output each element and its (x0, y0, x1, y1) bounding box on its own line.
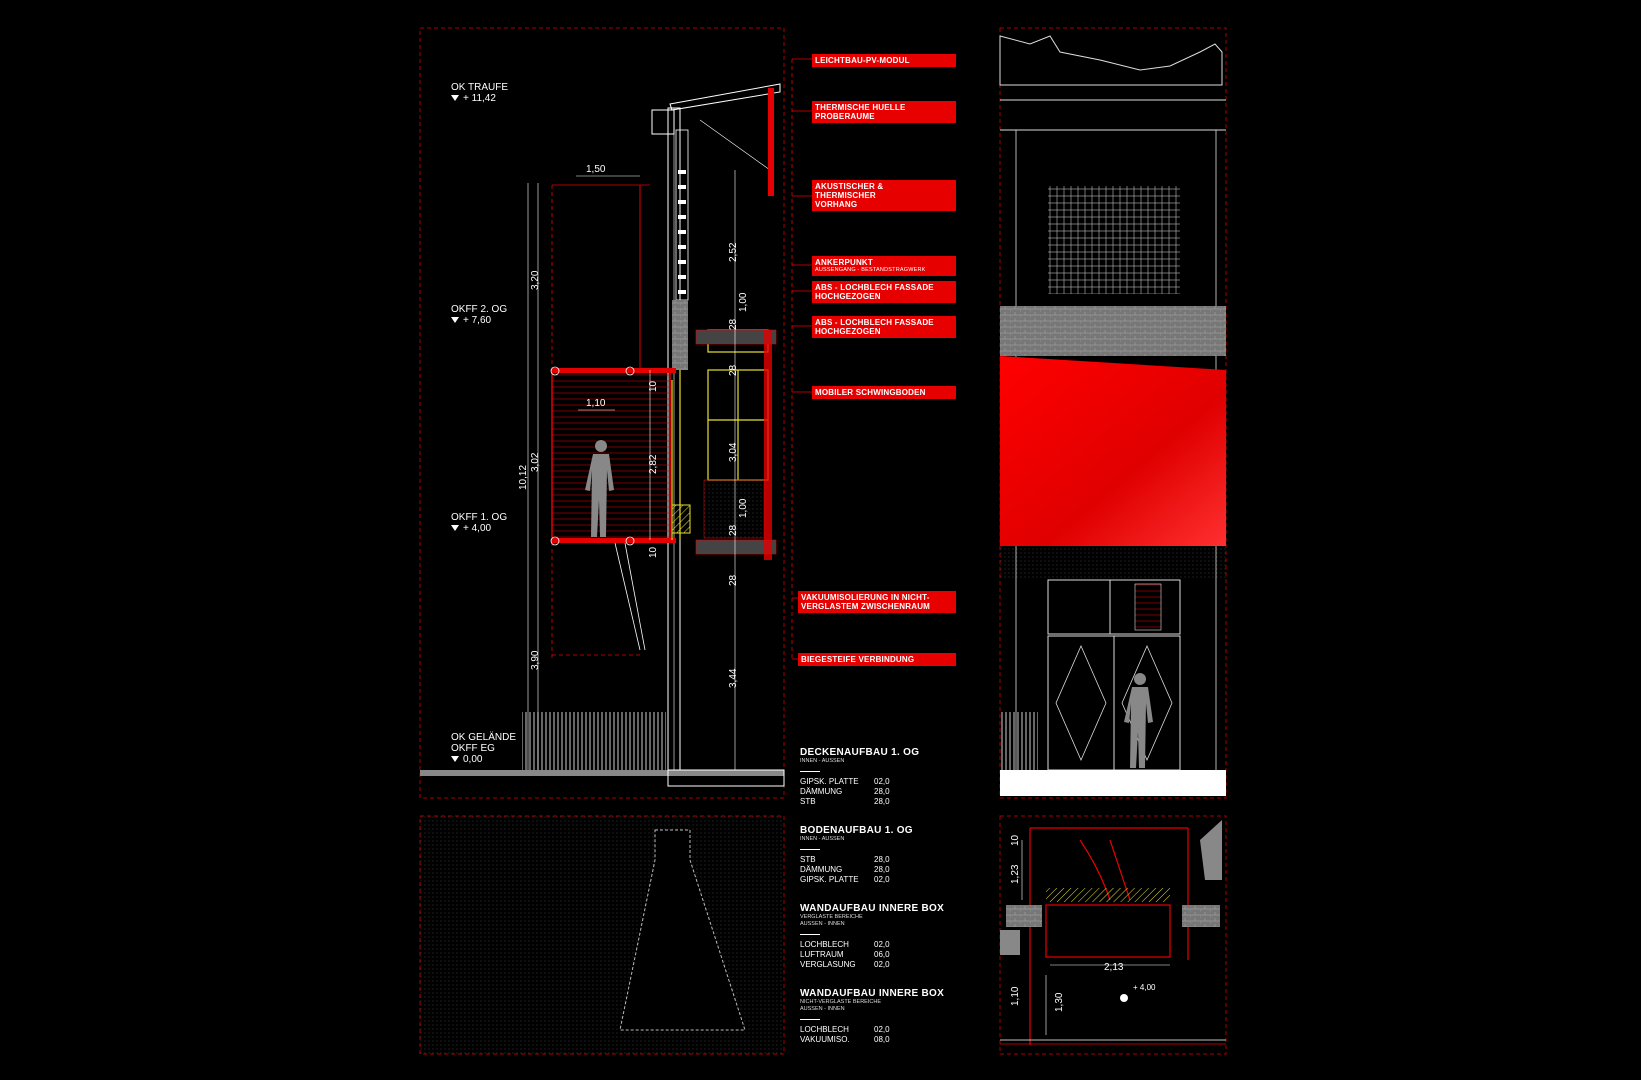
tag-abs-lochblech-2: ABS - LOCHBLECH FASSADE HOCHGEZOGEN (812, 316, 956, 338)
level-triangle-icon (451, 95, 459, 102)
tag-biegesteife-verbindung: BIEGESTEIFE VERBINDUNG (798, 653, 956, 666)
tag-ankerpunkt: ANKERPUNKT AUSSENGANG - BESTANDSTRAGWERK (812, 256, 956, 276)
dim-label: 3,90 (530, 650, 541, 670)
dim-label: 1,00 (738, 498, 749, 518)
dim-label: 1,30 (1054, 992, 1065, 1012)
dim-label: 3,02 (530, 452, 541, 472)
level-okff-1-og: OKFF 1. OG + 4,00 (451, 512, 508, 534)
tag-akustischer-vorhang: AKUSTISCHER & THERMISCHER VORHANG (812, 180, 956, 211)
dim-label: 28 (728, 364, 739, 376)
dim-label: 1,00 (738, 292, 749, 312)
tag-vakuumisolierung: VAKUUMISOLIERUNG IN NICHT- VERGLASTEM ZW… (798, 591, 956, 613)
level-triangle-icon (451, 525, 459, 532)
level-ok-gelaende: OK GELÄNDE OKFF EG 0,00 (451, 732, 517, 765)
dim-label: 1,10 (586, 398, 606, 409)
dim-label: 28 (728, 574, 739, 586)
dim-label: 28 (728, 524, 739, 536)
spec-wandaufbau-nicht-verglast: WANDAUFBAU INNERE BOX NICHT-VERGLASTE BE… (800, 988, 960, 1045)
dim-label: 28 (728, 318, 739, 330)
level-triangle-icon (451, 756, 459, 763)
spec-row: VAKUUMISO.08,0 (800, 1035, 890, 1044)
dim-label: 3,44 (728, 668, 739, 688)
tag-leichtbau-pv-modul: LEICHTBAU-PV-MODUL (812, 54, 956, 67)
dim-label: 10,12 (518, 464, 529, 490)
dim-label: + 4,00 (1133, 983, 1156, 992)
level-okff-2-og: OKFF 2. OG + 7,60 (451, 304, 508, 326)
dim-label: 1,23 (1010, 864, 1021, 884)
level-triangle-icon (451, 317, 459, 324)
dim-label: 1,10 (1010, 986, 1021, 1006)
tag-abs-lochblech-1: ABS - LOCHBLECH FASSADE HOCHGEZOGEN (812, 281, 956, 303)
dim-label: 2,82 (648, 454, 659, 474)
dim-label: 10 (648, 380, 659, 392)
spec-deckenaufbau: DECKENAUFBAU 1. OG INNEN - AUSSEN GIPSK.… (800, 747, 960, 807)
dim-label: 3,20 (530, 270, 541, 290)
dim-label: 2,52 (728, 242, 739, 262)
tag-thermische-huelle: THERMISCHE HUELLE PROBERAUME (812, 101, 956, 123)
dim-label: 1,50 (586, 164, 606, 175)
level-ok-traufe: OK TRAUFE + 11,42 (451, 82, 509, 104)
tag-mobiler-schwingboden: MOBILER SCHWINGBODEN (812, 386, 956, 399)
dim-label: 2,13 (1104, 962, 1124, 973)
spec-wandaufbau-verglast: WANDAUFBAU INNERE BOX VERGLASTE BEREICHE… (800, 903, 960, 970)
dim-label: 3,04 (728, 442, 739, 462)
dim-label: 10 (1010, 834, 1021, 846)
dim-label: 10 (648, 546, 659, 558)
